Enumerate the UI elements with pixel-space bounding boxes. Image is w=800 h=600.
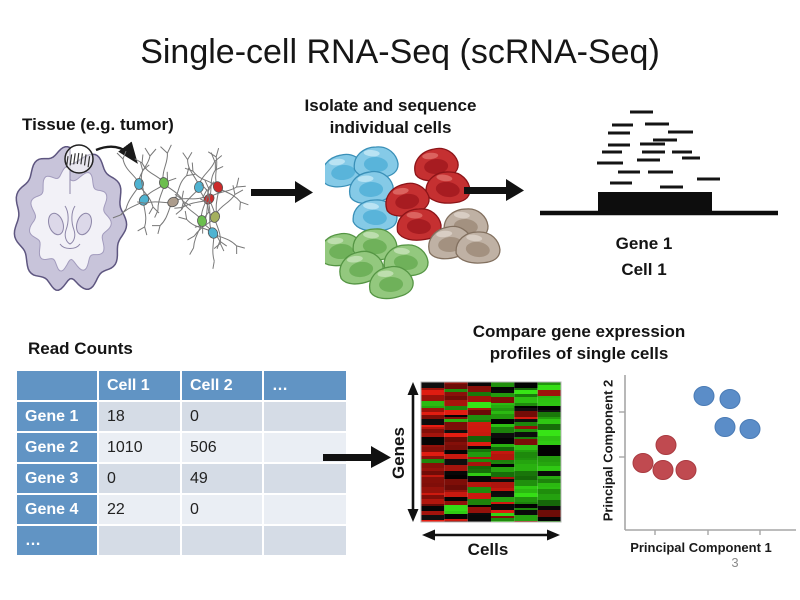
cell-blob [425,171,471,204]
table-cell: 0 [99,464,180,493]
cell-blob [339,250,384,285]
read-fragments [597,110,720,189]
pca-scatter-plot [619,375,796,535]
read-counts-title: Read Counts [28,339,133,358]
cell-blob [352,199,398,232]
table-cell: 0 [182,402,262,431]
isolate-label: Isolate and sequence individual cells [278,95,503,139]
table-row-label: Gene 3 [17,464,97,493]
table-cell [264,526,346,555]
isolated-cells-illustration [325,146,501,300]
pca-blue-point [693,386,715,406]
gene1-label: Gene 1 [615,234,673,253]
neuron [187,180,244,252]
cell-blob [353,146,399,179]
isolate-label-line2: individual cells [329,118,452,137]
pca-blue-point [714,417,736,437]
pca-axes [619,375,796,535]
tissue-label: Tissue (e.g. tumor) [22,115,174,134]
flow-arrow-1-icon [251,181,313,203]
pca-red-point [675,460,697,480]
neuron [134,144,192,218]
flow-arrow-2-icon [464,179,524,201]
genes-axis-arrow-icon [407,382,419,522]
neuron [184,147,249,223]
table-row-label: Gene 2 [17,433,97,462]
pca-y-axis-label: Principal Component 2 [600,379,616,522]
cell-blob [369,265,414,300]
compare-label: Compare gene expression profiles of sing… [440,321,718,365]
pca-red-point [652,460,674,480]
table-header-cell: Cell 1 [99,371,180,400]
table-cell: 1010 [99,433,180,462]
table-header-cell: Cell 2 [182,371,262,400]
expression-heatmap-illustration [407,381,562,541]
curved-arrow-icon [95,141,138,164]
flow-arrow-3-icon [323,446,391,468]
table-cell [264,495,346,524]
table-corner-cell [17,371,97,400]
table-cell: 22 [99,495,180,524]
table-cell [99,526,180,555]
table-cell: 506 [182,433,262,462]
table-row-label: Gene 1 [17,402,97,431]
isolate-label-line1: Isolate and sequence [304,96,477,115]
brain-coronal-section [13,146,128,291]
pca-blue-point [739,419,761,439]
compare-label-line1: Compare gene expression [472,322,686,341]
table-cell: 0 [182,495,262,524]
heatmap-stripes [421,382,561,522]
cell-blob [455,231,501,264]
cell-blob [396,208,442,241]
table-cell [264,464,346,493]
table-row-label: … [17,526,97,555]
table-cell [264,402,346,431]
heatmap-border [420,381,562,523]
genes-axis-label: Genes [389,427,408,479]
magnifier-tissue-hatch [65,152,91,168]
table-row-label: Gene 4 [17,495,97,524]
table-cell [182,526,262,555]
neuron [116,147,160,216]
table-cell: 18 [99,402,180,431]
brain-tissue-illustration [13,141,249,291]
pca-x-axis-label: Principal Component 1 [630,540,772,555]
table-header-cell: … [264,371,346,400]
pca-blue-point [719,389,741,409]
pca-red-point [655,435,677,455]
sequencing-reads-illustration [540,110,778,216]
pca-data-points [632,386,761,480]
cells-axis-arrow-icon [422,529,560,541]
gene-body-rect [598,192,712,213]
magnifier-circle-icon [64,144,94,174]
table-cell: 49 [182,464,262,493]
compare-label-line2: profiles of single cells [489,344,669,363]
slide-title: Single-cell RNA-Seq (scRNA-Seq) [140,33,660,71]
pca-red-point [632,453,654,473]
neuron-cells-group [112,144,249,269]
page-number: 3 [731,555,739,570]
neuron [178,194,245,269]
cell1-label: Cell 1 [621,260,667,279]
cells-axis-label: Cells [467,540,509,559]
